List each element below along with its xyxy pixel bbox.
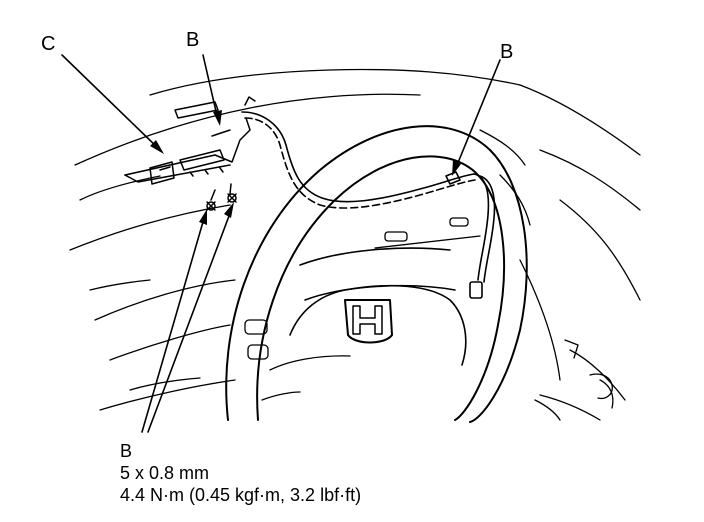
wire-harness xyxy=(241,111,496,299)
control-unit-bracket xyxy=(124,96,256,185)
lower-panel-detail xyxy=(539,339,613,421)
dashboard-outline xyxy=(69,68,641,421)
callout-b-top-right: B xyxy=(500,41,514,63)
callout-b-top-left: B xyxy=(186,29,200,51)
bolt-size: 5 x 0.8 mm xyxy=(120,463,210,483)
bolt-torque: 4.4 N·m (0.45 kgf·m, 3.2 lbf·ft) xyxy=(120,485,362,505)
callout-c: C xyxy=(41,33,56,55)
fastener-spec: B 5 x 0.8 mm 4.4 N·m (0.45 kgf·m, 3.2 lb… xyxy=(120,440,361,506)
callout-b-bottom: B xyxy=(120,441,133,461)
steering-wheel-logo xyxy=(344,299,393,344)
steering-wheel xyxy=(225,125,528,423)
arrowheads xyxy=(150,110,461,225)
bolt xyxy=(206,183,237,211)
leader-lines xyxy=(61,54,501,433)
